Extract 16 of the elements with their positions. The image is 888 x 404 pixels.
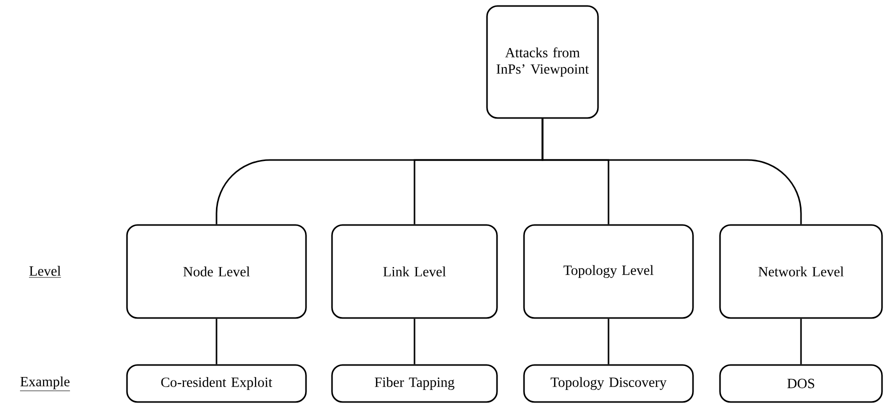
category-box: Node Level (126, 224, 307, 319)
row-label: Example (20, 376, 70, 392)
category-box: DOS (719, 364, 883, 403)
row-label: Level (28, 266, 62, 278)
category-box: Co-resident Exploit (126, 364, 307, 403)
connector-line (414, 318, 416, 364)
category-box: Topology Discovery (523, 364, 694, 403)
category-box: Topology Level (523, 224, 694, 319)
connector-line (800, 318, 802, 364)
connector-line (216, 318, 218, 364)
category-box: Fiber Tapping (331, 364, 498, 403)
connector-line (542, 118, 802, 224)
category-box: Link Level (331, 224, 498, 319)
connector-line (608, 318, 610, 364)
root-box: Attacks from InPs’ Viewpoint (486, 5, 599, 119)
category-box: Network Level (719, 224, 883, 319)
